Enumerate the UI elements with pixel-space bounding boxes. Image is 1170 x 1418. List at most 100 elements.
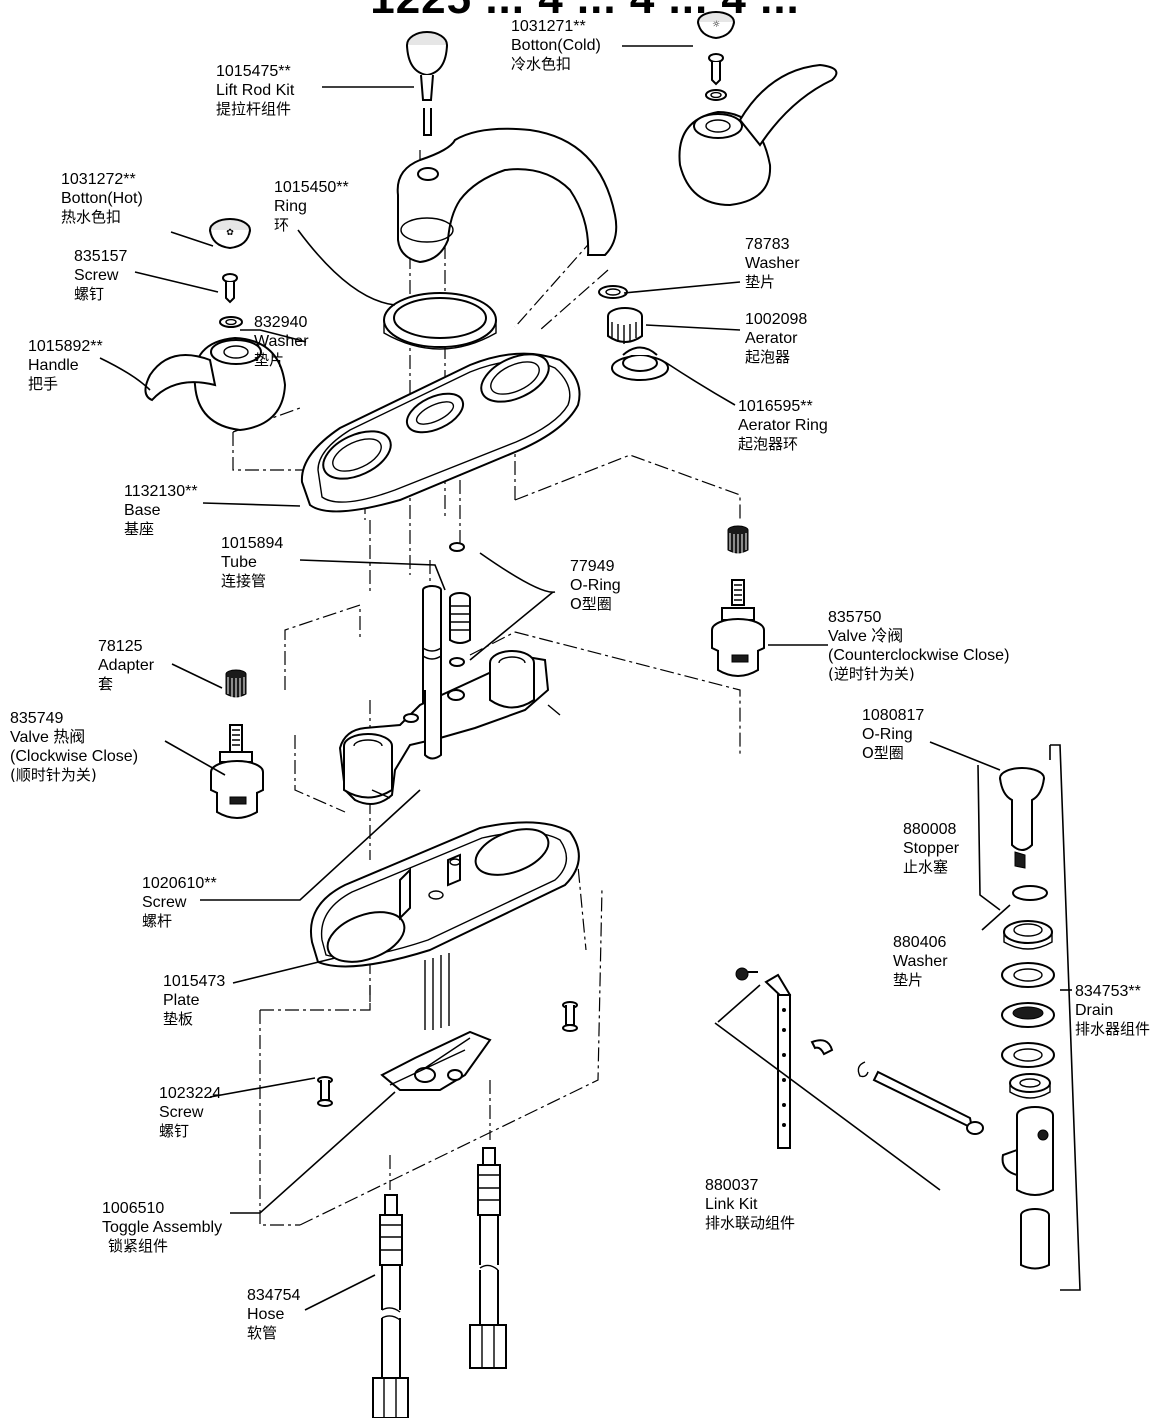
label-drain: 834753** Drain 排水器组件 [1075,982,1150,1039]
lift-rod-part [406,31,448,136]
label-en: Valve 冷阀 [828,628,904,645]
label-code: 1023224 [159,1085,222,1102]
spout-part [396,127,618,264]
label-en: Washer [745,255,800,272]
oring-lower-part [449,657,465,667]
label-en: Aerator Ring [738,417,828,434]
label-zh: 基座 [124,520,155,538]
label-button-cold: 1031271** Botton(Cold) 冷水色扣 [511,17,601,74]
label-oring-1080817: 1080817 O-Ring O型圈 [862,706,924,763]
drain-parts [1001,920,1055,1270]
label-link-kit: 880037 Link Kit 排水联动组件 [705,1176,795,1233]
label-code: 880037 [705,1177,759,1194]
label-zh: 排水器组件 [1075,1020,1151,1038]
label-code: 834754 [247,1287,301,1304]
label-code: 832940 [254,314,308,331]
hot-valve-part [210,724,264,819]
label-code: 1132130** [124,483,198,500]
label-code: 1020610** [142,875,217,892]
aerator-part [607,307,643,344]
plate-part [310,821,580,968]
cold-valve-part [711,579,765,677]
label-zh: 环 [274,216,290,234]
label-zh: O型圈 [862,744,904,762]
label-en2: (Counterclockwise Close) [828,647,1010,664]
label-en: Lift Rod Kit [216,82,295,99]
cold-screw-part [708,53,724,86]
drain-bracket [1049,744,1081,1291]
label-code: 1031272** [61,171,136,188]
label-ring: 1015450** Ring 环 [274,178,349,235]
label-en: Drain [1075,1002,1114,1019]
label-en: Washer [893,953,948,970]
label-code: 1031271** [511,18,586,35]
cold-handle-part [678,63,838,207]
label-zh: 止水塞 [903,858,949,876]
label-zh: 软管 [247,1324,278,1342]
hose-left-part [372,1194,409,1418]
label-en: Tube [221,554,257,571]
hot-button-part: ✿ [209,218,251,250]
label-code: 1016595** [738,398,813,415]
label-code: 1002098 [745,311,808,328]
plate-studs-part [424,953,450,1030]
label-zh: 连接管 [221,572,267,590]
label-toggle: 1006510 Toggle Assembly 锁紧组件 [102,1199,222,1256]
label-code: 78783 [745,236,790,253]
label-zh: 垫板 [163,1010,194,1028]
ring-part [383,292,497,350]
label-en: Botton(Cold) [511,37,601,54]
label-screw-835157: 835157 Screw 螺钉 [74,247,127,304]
label-en: Base [124,502,161,519]
label-en2: (Clockwise Close) [10,748,139,765]
label-en: Toggle Assembly [102,1219,223,1236]
label-zh: 垫片 [893,971,924,989]
label-screw-1023224: 1023224 Screw 螺钉 [159,1084,221,1141]
label-washer-78783: 78783 Washer 垫片 [745,235,800,292]
label-code: 77949 [570,558,615,575]
label-zh: 起泡器 [745,348,791,366]
label-aerator: 1002098 Aerator 起泡器 [745,310,807,367]
label-washer-832940: 832940 Washer 垫片 [254,313,309,370]
label-en: O-Ring [570,577,621,594]
label-stopper: 880008 Stopper 止水塞 [903,820,959,877]
label-adapter: 78125 Adapter 套 [98,637,154,694]
label-zh: (顺时针为关) [10,766,97,784]
label-zh: 把手 [28,375,59,393]
label-zh: 螺钉 [74,285,105,303]
svg-text:☼: ☼ [712,20,720,30]
page-title: 1225 ... 4 ... 4 ... 4 ... [0,0,1170,24]
washer-880406-part [1012,885,1048,901]
label-tube: 1015894 Tube 连接管 [221,534,283,591]
label-code: 1006510 [102,1200,165,1217]
label-en: O-Ring [862,726,913,743]
label-zh: (逆时针为关) [828,665,915,683]
stopper-part [999,767,1045,869]
label-button-hot: 1031272** Botton(Hot) 热水色扣 [61,170,143,227]
cold-adapter-part [727,525,749,554]
label-aerator-ring: 1016595** Aerator Ring 起泡器环 [738,397,828,454]
oring-upper-part [449,542,465,552]
label-zh: 锁紧组件 [108,1237,169,1255]
label-zh: 螺杆 [142,912,173,930]
label-en: Botton(Hot) [61,190,143,207]
screw-plate-right-part [562,1001,578,1032]
link-kit-bracket [714,1022,941,1191]
label-zh: 冷水色扣 [511,55,572,73]
label-code: 78125 [98,638,143,655]
label-zh: 垫片 [254,351,285,369]
svg-text:✿: ✿ [226,228,234,238]
label-code: 835749 [10,710,64,727]
label-en: Plate [163,992,200,1009]
label-hose: 834754 Hose 软管 [247,1286,300,1343]
label-screw-1020610: 1020610** Screw 螺杆 [142,874,217,931]
aerator-ring-part [611,346,669,381]
label-code: 1015473 [163,973,226,990]
label-code: 835750 [828,609,882,626]
label-code: 1080817 [862,707,925,724]
label-handle: 1015892** Handle 把手 [28,337,103,394]
label-en: Stopper [903,840,960,857]
label-zh: 套 [98,675,114,693]
label-code: 880008 [903,821,957,838]
hot-handle-part [144,336,287,432]
